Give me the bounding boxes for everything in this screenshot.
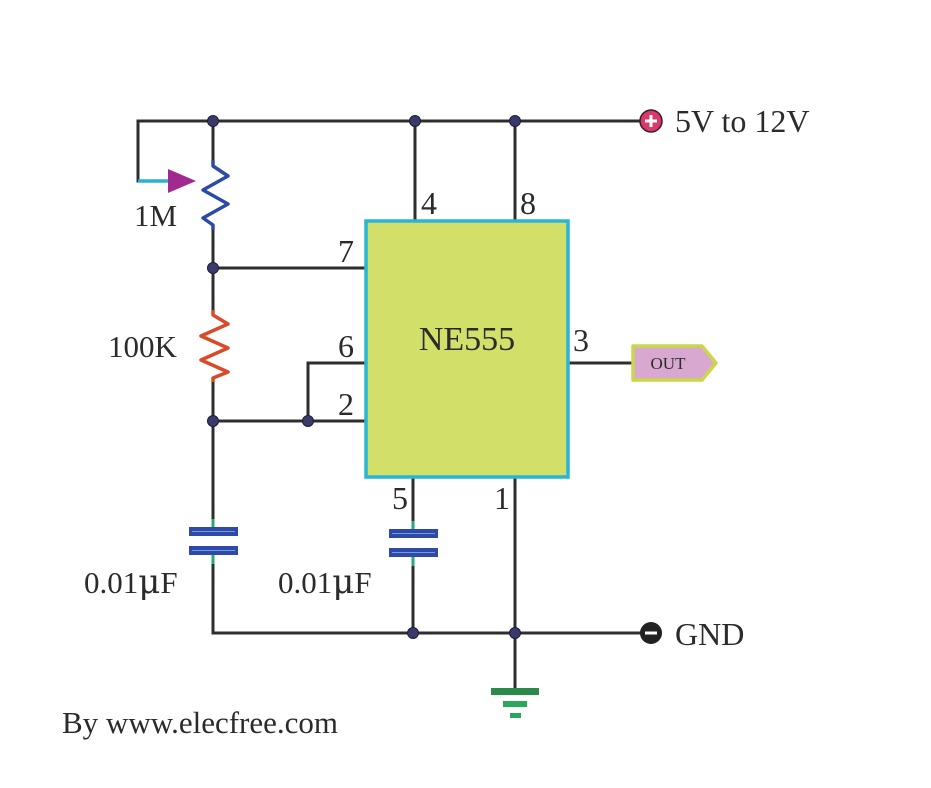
supply-positive: 5V to 12V	[639, 103, 810, 139]
pin-labels: 4 8 7 6 2 3 5 1	[338, 185, 589, 516]
ground-icon	[491, 688, 539, 718]
wiper-arrow-icon	[168, 169, 196, 193]
junction-node	[509, 627, 521, 639]
potentiometer-1m: 1M	[134, 160, 230, 233]
supply-negative: GND	[640, 616, 744, 652]
junction-node	[409, 115, 421, 127]
pin-2-label: 2	[338, 386, 354, 422]
pin-4-label: 4	[421, 185, 437, 221]
junction-node	[207, 262, 219, 274]
chip-body	[364, 219, 570, 479]
control-capacitor-number: 0.01	[278, 565, 332, 600]
junction-node	[302, 415, 314, 427]
output-connector: OUT	[631, 344, 718, 382]
pin-6-label: 6	[338, 328, 354, 364]
timing-capacitor-unit: F	[160, 565, 177, 600]
pin-3-label: 3	[573, 322, 589, 358]
pin-1-label: 1	[494, 480, 510, 516]
credit-text: By www.elecfree.com	[62, 705, 338, 740]
output-tag	[631, 344, 718, 382]
output-label: OUT	[651, 354, 687, 373]
junction-node	[407, 627, 419, 639]
control-capacitor-prefix: μ	[332, 562, 354, 602]
junction-node	[207, 115, 219, 127]
ground-label: GND	[675, 616, 744, 652]
timing-capacitor-number: 0.01	[84, 565, 138, 600]
ground-bar-1	[491, 688, 539, 695]
wiring	[136, 119, 642, 690]
timing-capacitor: 0.01μF	[84, 519, 238, 602]
resistor-zigzag	[199, 310, 230, 382]
control-capacitor: 0.01μF	[278, 521, 438, 602]
pin-7-label: 7	[338, 233, 354, 269]
ne555-chip: NE555	[364, 219, 570, 479]
resistor-value: 100K	[108, 329, 178, 364]
ground-bar-3	[510, 713, 521, 718]
timing-capacitor-value: 0.01μF	[84, 562, 178, 602]
ground-bar-2	[503, 701, 527, 707]
junction-node	[207, 415, 219, 427]
junction-nodes	[207, 115, 521, 639]
potentiometer-zigzag	[201, 160, 230, 230]
supply-voltage-label: 5V to 12V	[675, 103, 810, 139]
pin-8-label: 8	[520, 185, 536, 221]
timing-capacitor-prefix: μ	[138, 562, 160, 602]
control-capacitor-value: 0.01μF	[278, 562, 372, 602]
junction-node	[509, 115, 521, 127]
control-capacitor-unit: F	[354, 565, 371, 600]
chip-name: NE555	[419, 321, 515, 358]
potentiometer-value: 1M	[134, 198, 177, 233]
pin-5-label: 5	[392, 480, 408, 516]
resistor-100k: 100K	[108, 310, 230, 382]
